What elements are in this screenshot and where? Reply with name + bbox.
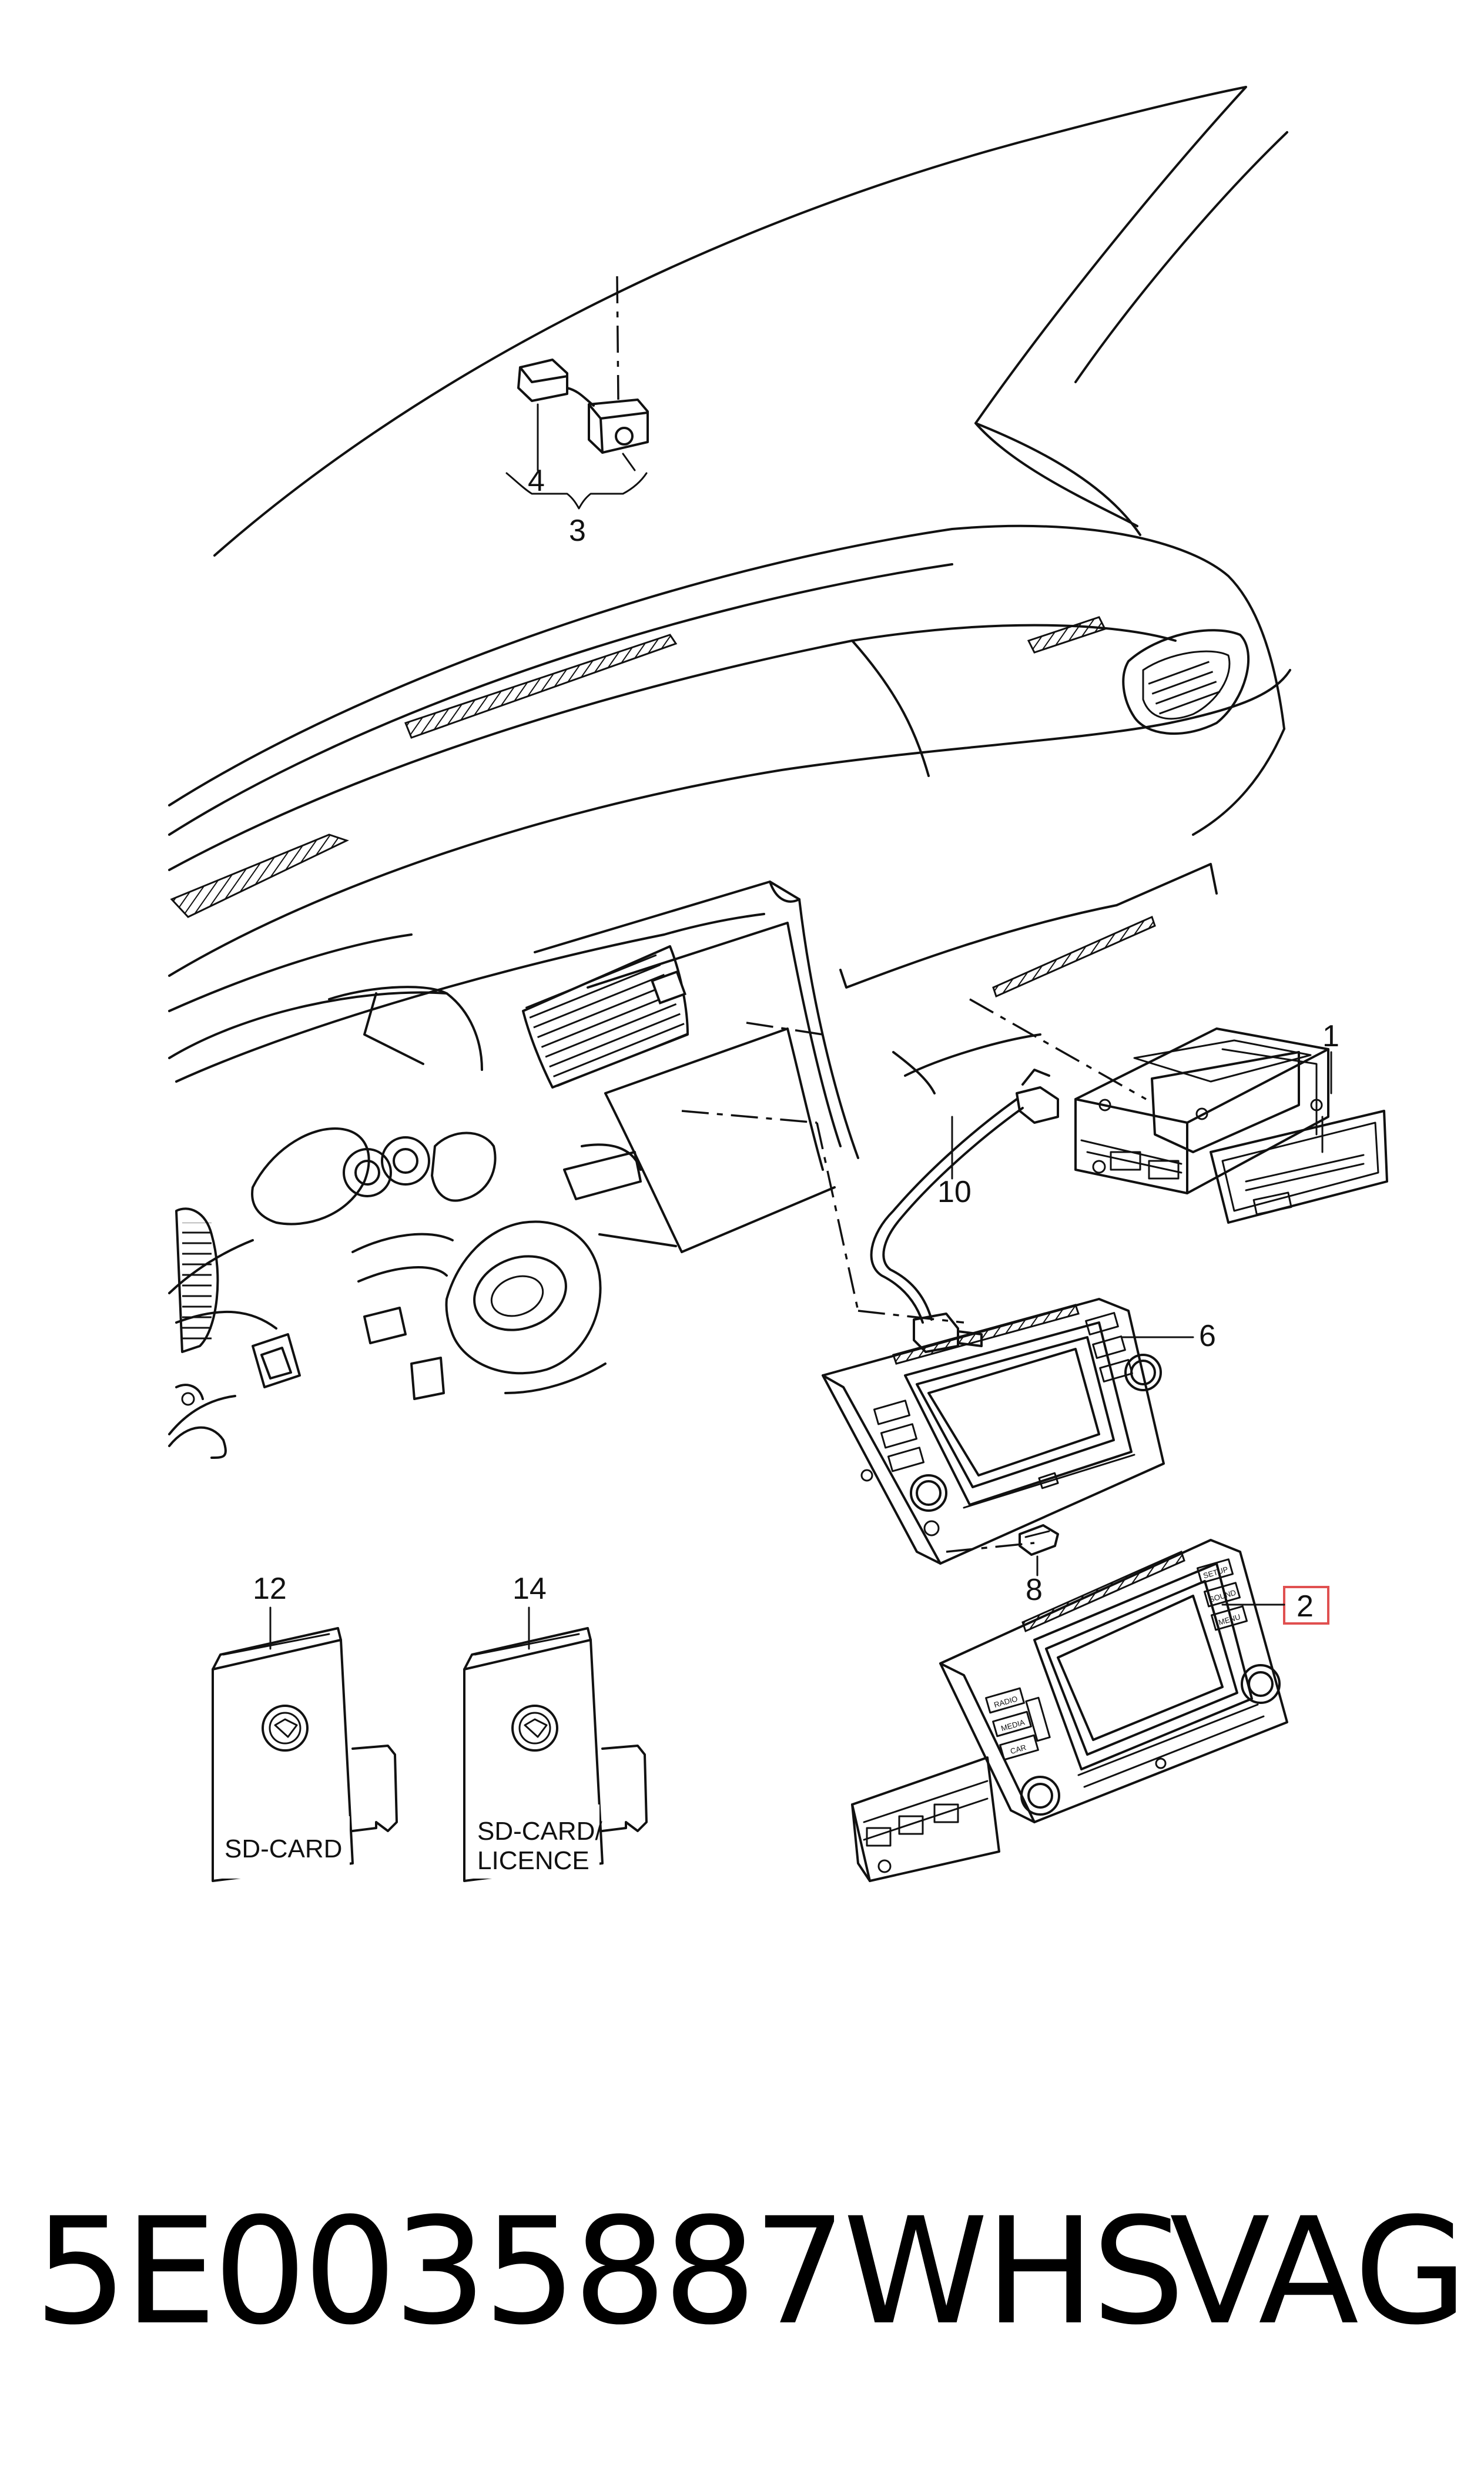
part-6-front-panel bbox=[822, 1298, 1165, 1565]
book-right-label-line2: LICENCE bbox=[477, 1846, 589, 1875]
callout-3: 3 bbox=[569, 514, 586, 548]
button-media-label: MEDIA bbox=[1000, 1718, 1026, 1733]
part-number: 5E0035887WHS bbox=[34, 2186, 1185, 2357]
roof-sensor-assembly bbox=[505, 276, 649, 510]
callout-2: 2 bbox=[1297, 1589, 1314, 1623]
callout-14: 14 bbox=[512, 1572, 547, 1606]
dashboard-top bbox=[168, 524, 1291, 977]
callout-4: 4 bbox=[528, 464, 545, 498]
button-menu-label: MENU bbox=[1217, 1612, 1241, 1627]
callout-12: 12 bbox=[253, 1572, 287, 1606]
callout-8: 8 bbox=[1026, 1573, 1043, 1607]
callout-6: 6 bbox=[1199, 1319, 1216, 1353]
callouts: 1 2 3 4 6 8 10 12 14 bbox=[253, 464, 1339, 1650]
part-10-cable bbox=[870, 1069, 1059, 1353]
windshield-outline bbox=[213, 86, 1288, 557]
part-1-radio-module bbox=[1074, 1027, 1388, 1224]
dashboard-center-console bbox=[168, 863, 1218, 1459]
callout-10: 10 bbox=[937, 1175, 972, 1209]
part-14-sd-card-licence-booklet: SD-CARD/ LICENCE bbox=[463, 1627, 648, 1882]
book-left-label: SD-CARD bbox=[225, 1834, 342, 1863]
book-right-label-line1: SD-CARD/ bbox=[477, 1817, 602, 1846]
button-car-label: CAR bbox=[1009, 1743, 1027, 1756]
part-2-radio-unit: RADIO MEDIA CAR SETUP SOUND MENU bbox=[851, 1539, 1288, 1882]
unit-right-buttons: SETUP SOUND MENU bbox=[1196, 1558, 1248, 1631]
unit-left-buttons: RADIO MEDIA CAR bbox=[985, 1687, 1039, 1761]
part-12-sd-card-booklet: SD-CARD bbox=[212, 1627, 398, 1882]
part-8-clip bbox=[1019, 1524, 1059, 1556]
brand-name: VAG bbox=[1170, 2186, 1468, 2357]
button-radio-label: RADIO bbox=[993, 1694, 1019, 1709]
callout-1: 1 bbox=[1322, 1019, 1339, 1053]
